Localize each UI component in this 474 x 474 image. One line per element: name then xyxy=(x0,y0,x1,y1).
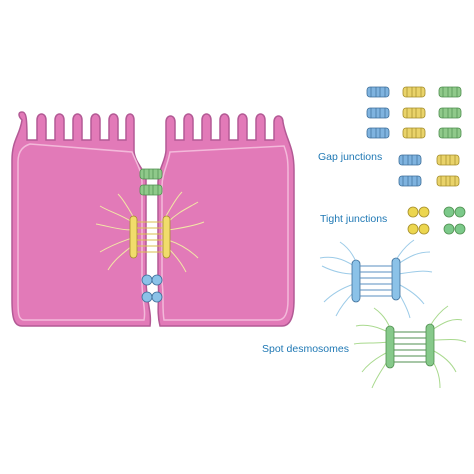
spot-desmosomes-label: Spot desmosomes xyxy=(262,343,349,355)
right-cell-body xyxy=(157,113,295,327)
cell-spot-desmosome xyxy=(95,191,205,273)
tight-junctions-examples xyxy=(407,206,466,235)
right-cell xyxy=(157,113,295,327)
spot-desmosome-green xyxy=(353,305,467,389)
right-cell-membrane xyxy=(161,145,289,321)
spot-desmosome-blue xyxy=(319,239,433,319)
cell-tight-junctions xyxy=(141,274,163,303)
gap-junctions-examples xyxy=(366,86,462,187)
tight-junctions-label: Tight junctions xyxy=(320,213,388,225)
left-cell-body xyxy=(11,111,152,327)
gap-junctions-label: Gap junctions xyxy=(318,151,383,163)
